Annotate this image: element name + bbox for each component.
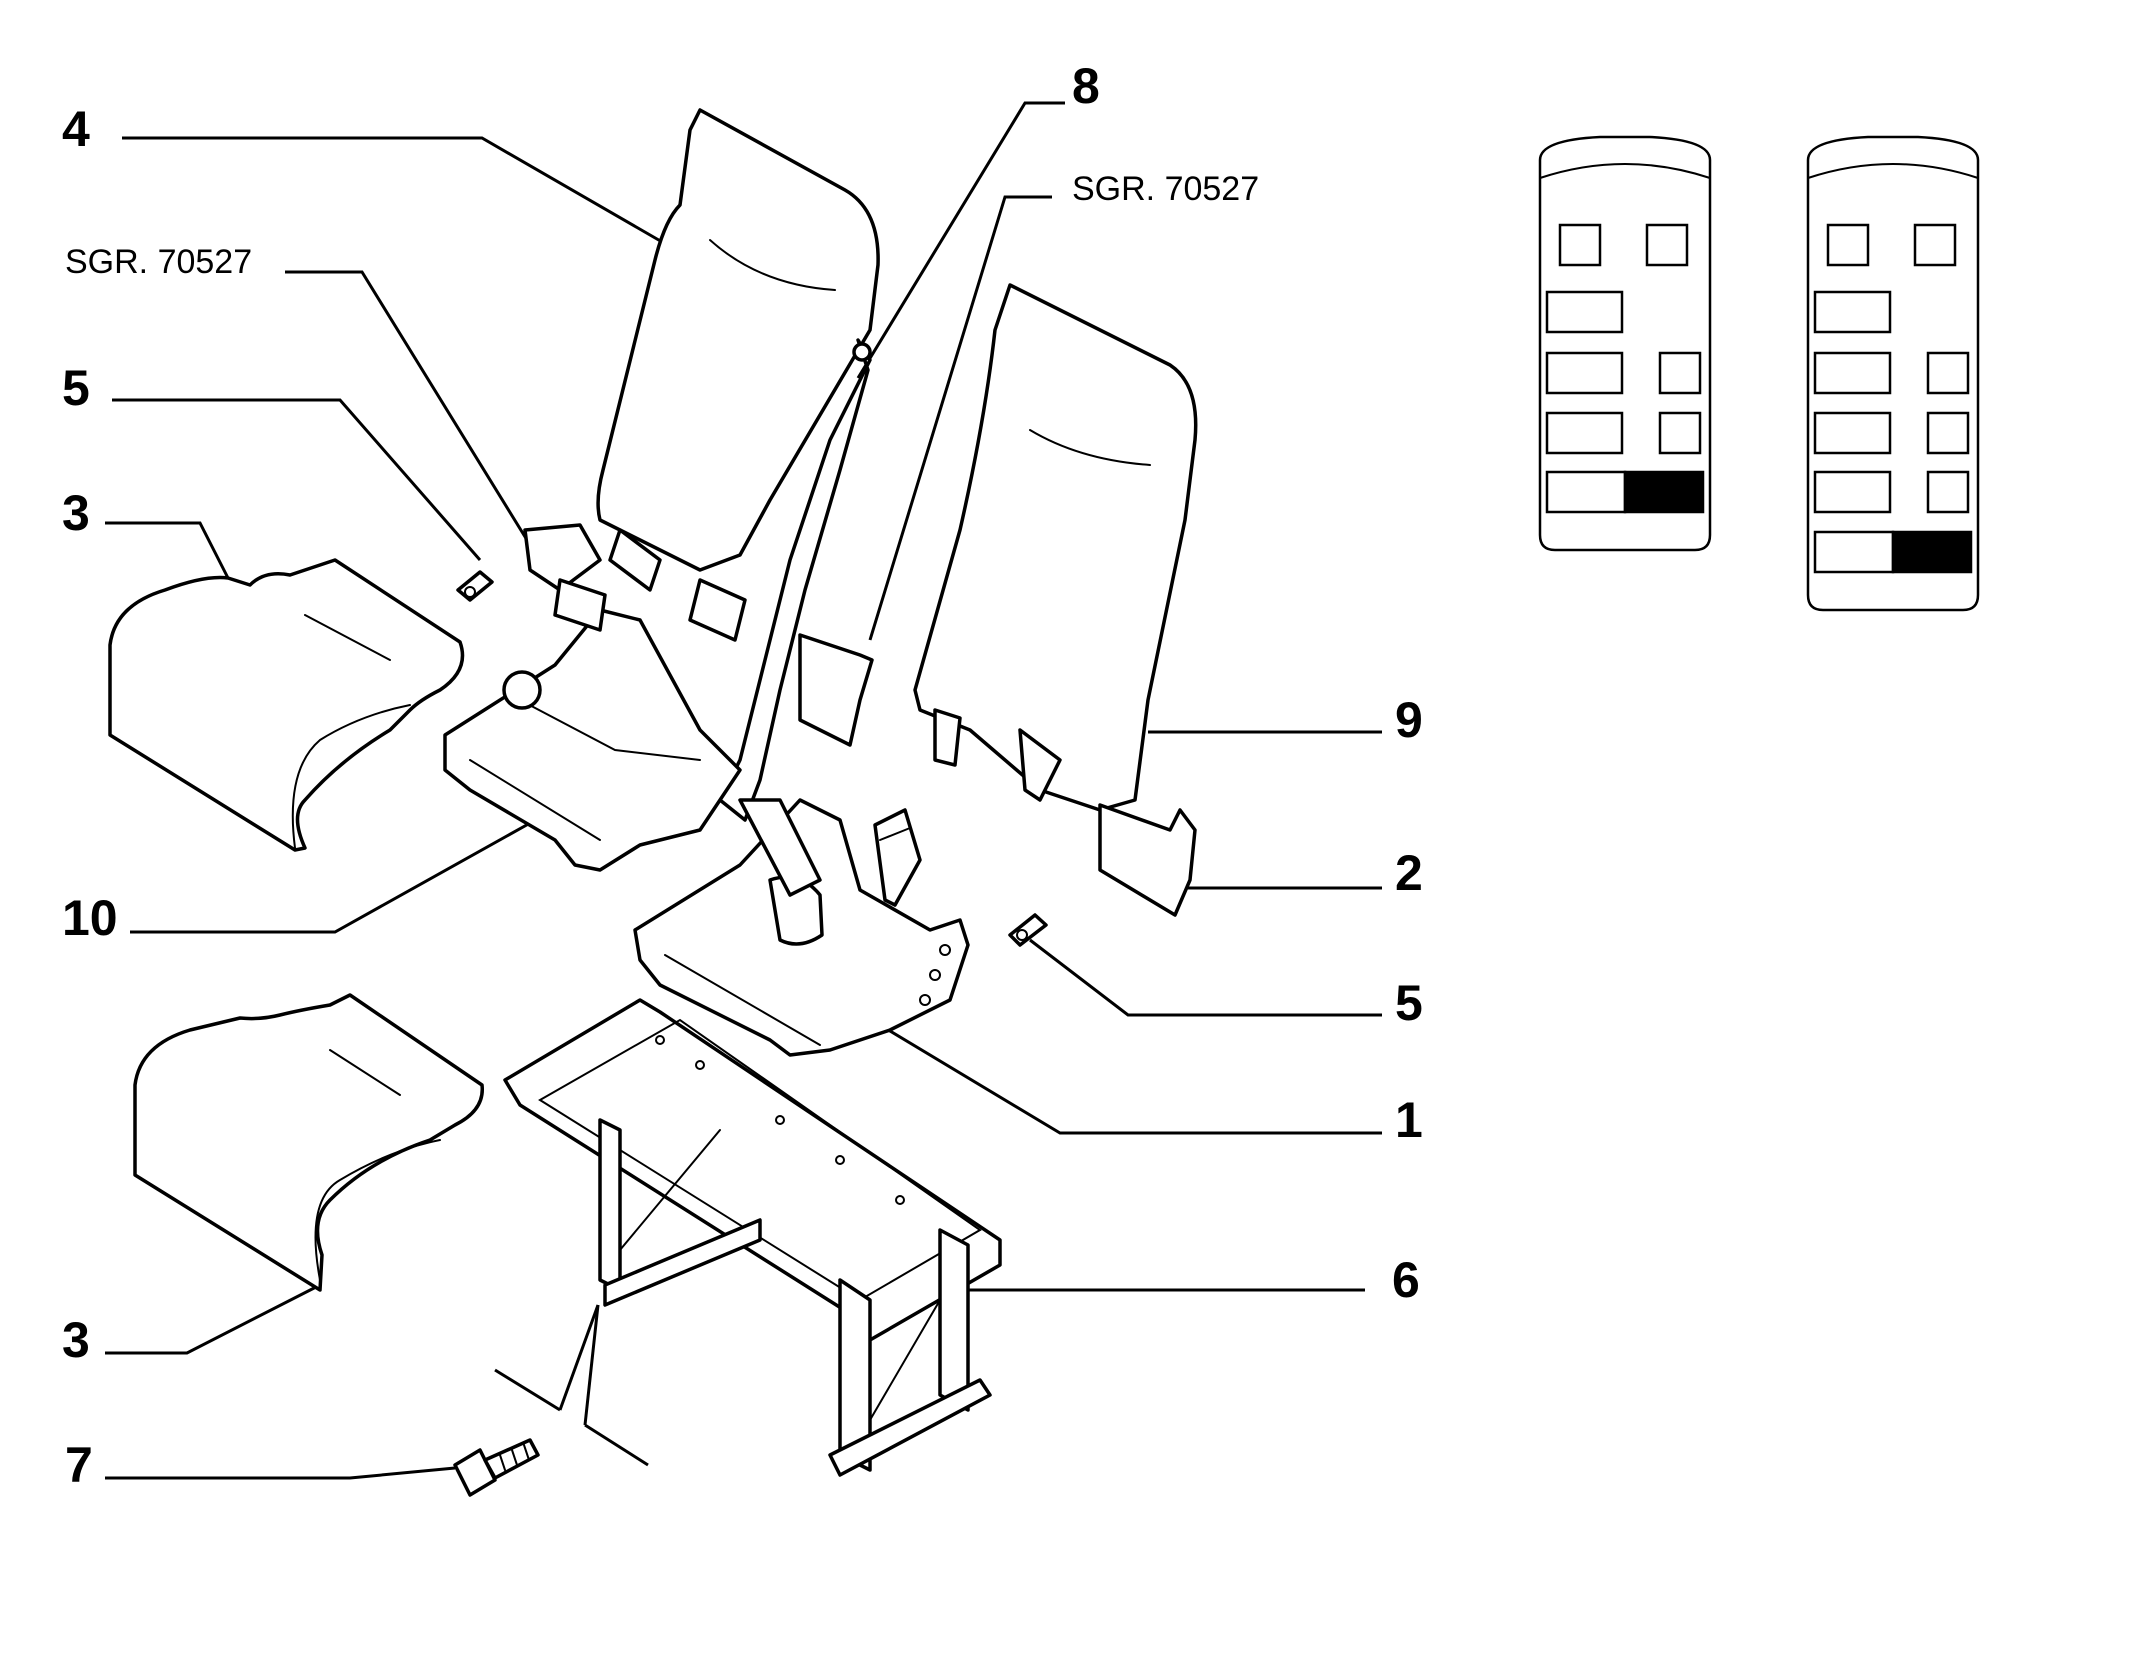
callout-3-upper: 3 [62, 485, 90, 541]
seat-belt-buckle [873, 808, 922, 907]
leader-5b [1029, 938, 1382, 1017]
callout-7: 7 [65, 1437, 93, 1493]
backrest-bracket [798, 633, 1197, 917]
callout-5-upper: 5 [62, 360, 90, 416]
guide-line-c [558, 1304, 600, 1411]
leader-10 [130, 820, 533, 934]
highlight-seat-b [1891, 530, 1973, 574]
seat-layout-icon-a [1538, 135, 1712, 552]
clip-right [1008, 913, 1048, 947]
callout-9: 9 [1395, 692, 1423, 748]
base-frame [503, 998, 1002, 1477]
ref-label-left: SGR. 70527 [65, 243, 252, 281]
callout-8: 8 [1072, 58, 1100, 114]
leader-3a [105, 521, 230, 579]
callouts: 4 8 SGR. 70527 SGR. 70527 5 3 10 9 2 5 1… [62, 58, 1423, 1493]
callout-6: 6 [1392, 1252, 1420, 1308]
seat-belt [718, 338, 872, 822]
callout-2: 2 [1395, 845, 1423, 901]
leader-4 [122, 136, 677, 252]
seat-cushion-upper [108, 558, 465, 852]
highlight-seat-a [1623, 470, 1705, 514]
leader-ref-right [868, 195, 1052, 641]
callout-4: 4 [62, 101, 90, 157]
seat-cushion-lower [133, 993, 484, 1292]
seat-frame-left [443, 523, 742, 872]
bolt [453, 1438, 540, 1497]
leader-ref-left [285, 270, 529, 541]
backrest-left [596, 108, 880, 642]
leader-8 [856, 101, 1065, 379]
leader-1 [874, 1020, 1382, 1135]
leader-3b [105, 1283, 321, 1355]
seat-layout-icon-b [1806, 135, 1980, 612]
callout-3-lower: 3 [62, 1312, 90, 1368]
clip-left [456, 570, 494, 602]
callout-1: 1 [1395, 1092, 1423, 1148]
callout-5-lower: 5 [1395, 975, 1423, 1031]
leader-5a [112, 398, 482, 561]
guide-line-d [583, 1304, 600, 1426]
guide-line-b [584, 1423, 649, 1467]
guide-line-a [494, 1368, 561, 1412]
callout-10: 10 [62, 890, 118, 946]
leader-7 [105, 1466, 456, 1480]
leader-lines [105, 101, 1382, 1480]
seat-frame-right [633, 798, 970, 1057]
ref-label-right: SGR. 70527 [1072, 170, 1259, 208]
backrest-right [913, 283, 1198, 812]
